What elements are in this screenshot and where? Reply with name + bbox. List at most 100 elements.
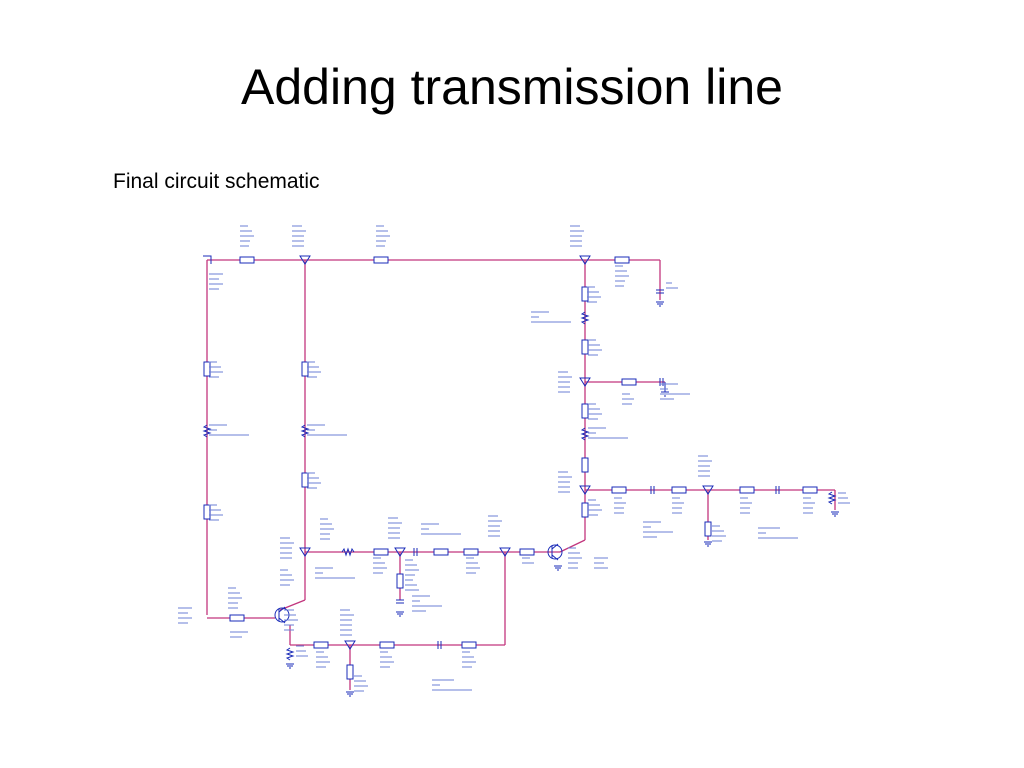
label-block xyxy=(588,403,602,420)
tee-junction xyxy=(299,255,311,265)
capacitor xyxy=(659,378,664,386)
label-block xyxy=(588,427,628,439)
tee-junction xyxy=(499,547,511,557)
tee-junction xyxy=(579,485,591,495)
ground xyxy=(346,691,354,697)
transistor-leads xyxy=(551,543,559,561)
label-block xyxy=(531,311,571,323)
tline-block xyxy=(802,486,818,494)
tline-block xyxy=(581,339,589,355)
label-block xyxy=(588,339,602,356)
components xyxy=(202,255,839,697)
tline-block xyxy=(203,504,211,520)
label-block xyxy=(488,515,502,537)
tline-block xyxy=(373,256,389,264)
ground xyxy=(656,301,664,307)
label-block xyxy=(594,557,608,569)
label-block xyxy=(373,557,387,574)
ground xyxy=(661,382,669,397)
label-block xyxy=(240,225,254,247)
tline-block xyxy=(581,403,589,419)
ground xyxy=(831,511,839,517)
label-block xyxy=(412,595,442,612)
inductor xyxy=(300,424,310,438)
label-block xyxy=(178,607,192,624)
tline-block xyxy=(581,286,589,302)
label-block xyxy=(296,645,308,657)
label-block xyxy=(614,497,626,514)
label-block xyxy=(568,547,582,569)
tline-block xyxy=(229,614,245,622)
tline-block xyxy=(611,486,627,494)
tline-block xyxy=(396,573,404,589)
capacitor xyxy=(437,641,442,649)
label-block xyxy=(292,225,306,247)
tline-block xyxy=(379,641,395,649)
tee-junction xyxy=(299,547,311,557)
label-block xyxy=(698,455,712,477)
label-block xyxy=(230,631,248,638)
inductor xyxy=(580,427,590,441)
subtitle: Final circuit schematic xyxy=(113,170,320,193)
label-block xyxy=(758,527,798,539)
tline-block xyxy=(239,256,255,264)
tline-block xyxy=(614,256,630,264)
label-block xyxy=(405,559,419,576)
tline-block xyxy=(581,502,589,518)
label-block xyxy=(712,525,726,542)
inductor xyxy=(202,424,212,438)
label-block xyxy=(307,424,347,436)
label-block xyxy=(462,651,476,668)
capacitor xyxy=(650,486,655,494)
label-block xyxy=(666,282,678,289)
label-block xyxy=(228,587,242,609)
ground xyxy=(286,663,294,669)
ground xyxy=(704,541,712,547)
label-block xyxy=(340,609,354,636)
tline-block xyxy=(203,361,211,377)
label-block xyxy=(405,579,419,591)
wire-middle-to-right xyxy=(559,539,586,553)
label-block xyxy=(315,567,355,579)
label-block xyxy=(284,609,298,631)
label-block xyxy=(209,504,223,521)
label-block xyxy=(558,471,572,493)
label-block xyxy=(380,651,394,668)
ground xyxy=(554,565,562,571)
tee-junction xyxy=(394,547,406,557)
tee-junction xyxy=(702,485,714,495)
label-block xyxy=(660,383,690,400)
tline-block xyxy=(463,548,479,556)
label-block xyxy=(803,497,815,514)
label-block xyxy=(354,675,368,692)
inductor xyxy=(580,311,590,325)
tline-block xyxy=(301,361,309,377)
tline-block xyxy=(519,548,535,556)
tline-block xyxy=(621,378,637,386)
tline-block xyxy=(313,641,329,649)
tee-junction xyxy=(579,255,591,265)
capacitor xyxy=(413,548,418,556)
capacitor xyxy=(396,599,404,604)
slide-title: Adding transmission line xyxy=(241,59,783,115)
label-block xyxy=(316,651,330,668)
transistor xyxy=(547,544,563,560)
label-block xyxy=(209,273,223,290)
label-block xyxy=(209,361,223,378)
wires xyxy=(206,259,836,690)
label-block xyxy=(209,424,249,436)
label-block xyxy=(643,521,673,538)
label-block xyxy=(522,557,534,564)
capacitor xyxy=(775,486,780,494)
label-block xyxy=(838,492,850,504)
bend-corner xyxy=(203,255,212,264)
label-block xyxy=(307,472,321,489)
tline-block xyxy=(301,472,309,488)
label-block xyxy=(466,557,480,574)
tee-junction xyxy=(579,377,591,387)
ground xyxy=(396,611,404,617)
label-block xyxy=(388,517,402,539)
label-block xyxy=(587,286,601,303)
label-block xyxy=(307,361,321,378)
